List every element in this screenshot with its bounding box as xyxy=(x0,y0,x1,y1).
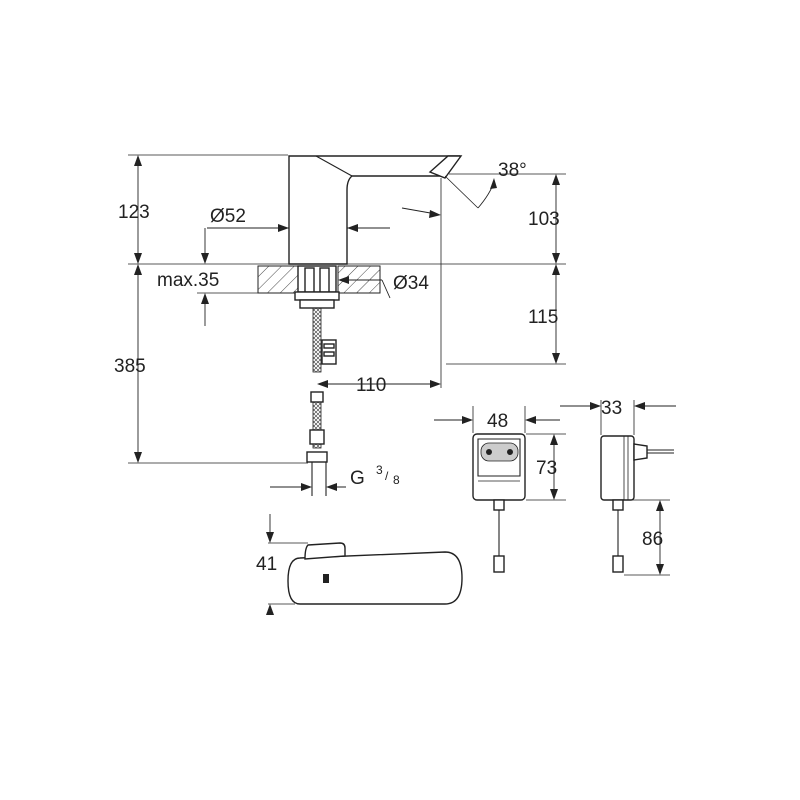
dim-adapter-height-label: 73 xyxy=(536,458,557,479)
dim-outlet-height: 103 38° xyxy=(401,160,566,388)
faucet-body xyxy=(288,155,461,265)
plan-sensor xyxy=(323,574,329,583)
dim-supply-diameter-label: Ø52 xyxy=(210,206,246,227)
adapter-side-body xyxy=(600,435,635,501)
dim-below-counter: 115 xyxy=(446,264,566,365)
dim-adapter-depth-label: 33 xyxy=(601,398,622,419)
dim-cable-length-label: 86 xyxy=(642,529,663,550)
thread-denominator-label: 8 xyxy=(393,473,400,487)
dim-plan-height-label: 41 xyxy=(256,554,277,575)
plan-lever xyxy=(304,542,346,560)
thread-numerator-label: 3 xyxy=(376,463,383,477)
dim-hole-diameter-label: Ø34 xyxy=(393,273,429,294)
dim-projection-label: 110 xyxy=(356,375,386,396)
svg-text:/: / xyxy=(385,469,389,483)
thread-prefix-label: G xyxy=(350,468,365,489)
faucet-plan-view: 41 xyxy=(256,514,463,615)
dim-outlet-height-label: 103 xyxy=(528,209,560,230)
dim-hole-diameter: Ø34 xyxy=(338,273,429,299)
plan-body xyxy=(287,551,463,605)
connection-nut xyxy=(306,451,328,463)
dim-spout-height: 123 xyxy=(118,154,288,264)
dim-below-counter-label: 115 xyxy=(528,307,558,328)
dim-spout-height-label: 123 xyxy=(118,202,150,223)
dim-supply-diameter: Ø52 xyxy=(207,206,390,232)
adapter-side-view: 33 86 xyxy=(560,398,676,576)
counter-slab-left xyxy=(257,265,299,294)
dim-counter-thickness-label: max.35 xyxy=(157,270,219,291)
supply-hose-upper xyxy=(312,307,322,373)
dim-overall-height-label: 385 xyxy=(114,356,146,377)
dim-adapter-width-label: 48 xyxy=(487,411,508,432)
dim-projection: 110 xyxy=(317,375,441,396)
dim-counter-thickness: max.35 xyxy=(157,228,258,326)
mounting-stud xyxy=(297,265,337,293)
faucet-side-view xyxy=(128,155,566,496)
spray-angle-label: 38° xyxy=(498,160,527,181)
dim-overall-height: 385 xyxy=(114,264,308,464)
faucet-outlet xyxy=(428,155,463,179)
adapter-front-view: 48 73 xyxy=(434,406,566,573)
dim-connection-thread: G 3 / 8 xyxy=(270,463,400,491)
